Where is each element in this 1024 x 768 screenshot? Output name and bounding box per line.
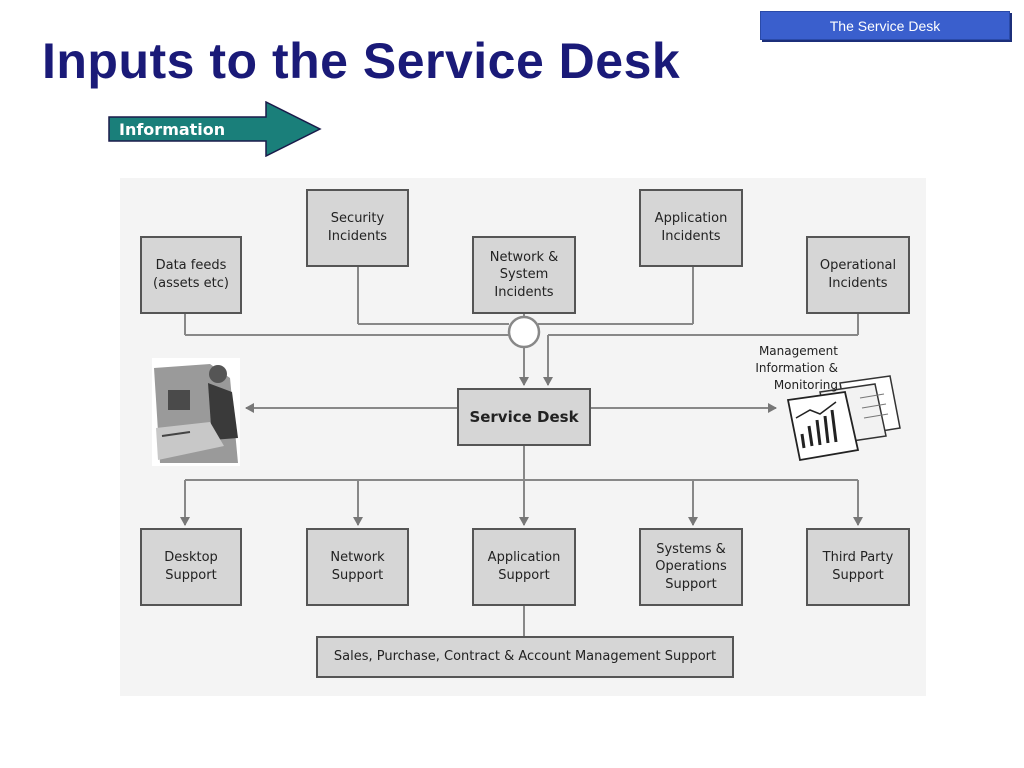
application-support-box: Application Support [472, 528, 576, 606]
operator-photo-icon [152, 358, 240, 466]
application-incidents-box: Application Incidents [639, 189, 743, 267]
connector-lines [152, 266, 901, 636]
report-charts-icon [786, 375, 901, 462]
management-information-label: Management Information & Monitoring [755, 344, 838, 392]
operational-incidents-box: Operational Incidents [806, 236, 910, 314]
section-tag: The Service Desk [760, 11, 1010, 40]
hub-circle-icon [507, 315, 541, 349]
desktop-support-box: Desktop Support [140, 528, 242, 606]
arrow-right-icon [108, 101, 322, 157]
sales-purchase-support-box: Sales, Purchase, Contract & Account Mana… [316, 636, 734, 678]
information-label: Information [119, 120, 226, 139]
service-desk-diagram: Data feeds (assets etc) Security Inciden… [120, 178, 926, 696]
systems-operations-support-box: Systems & Operations Support [639, 528, 743, 606]
security-incidents-box: Security Incidents [306, 189, 409, 267]
network-system-incidents-box: Network & System Incidents [472, 236, 576, 314]
third-party-support-box: Third Party Support [806, 528, 910, 606]
page-title: Inputs to the Service Desk [42, 33, 681, 89]
information-arrow: Information [108, 101, 322, 157]
data-feeds-box: Data feeds (assets etc) [140, 236, 242, 314]
service-desk-box: Service Desk [457, 388, 591, 446]
network-support-box: Network Support [306, 528, 409, 606]
